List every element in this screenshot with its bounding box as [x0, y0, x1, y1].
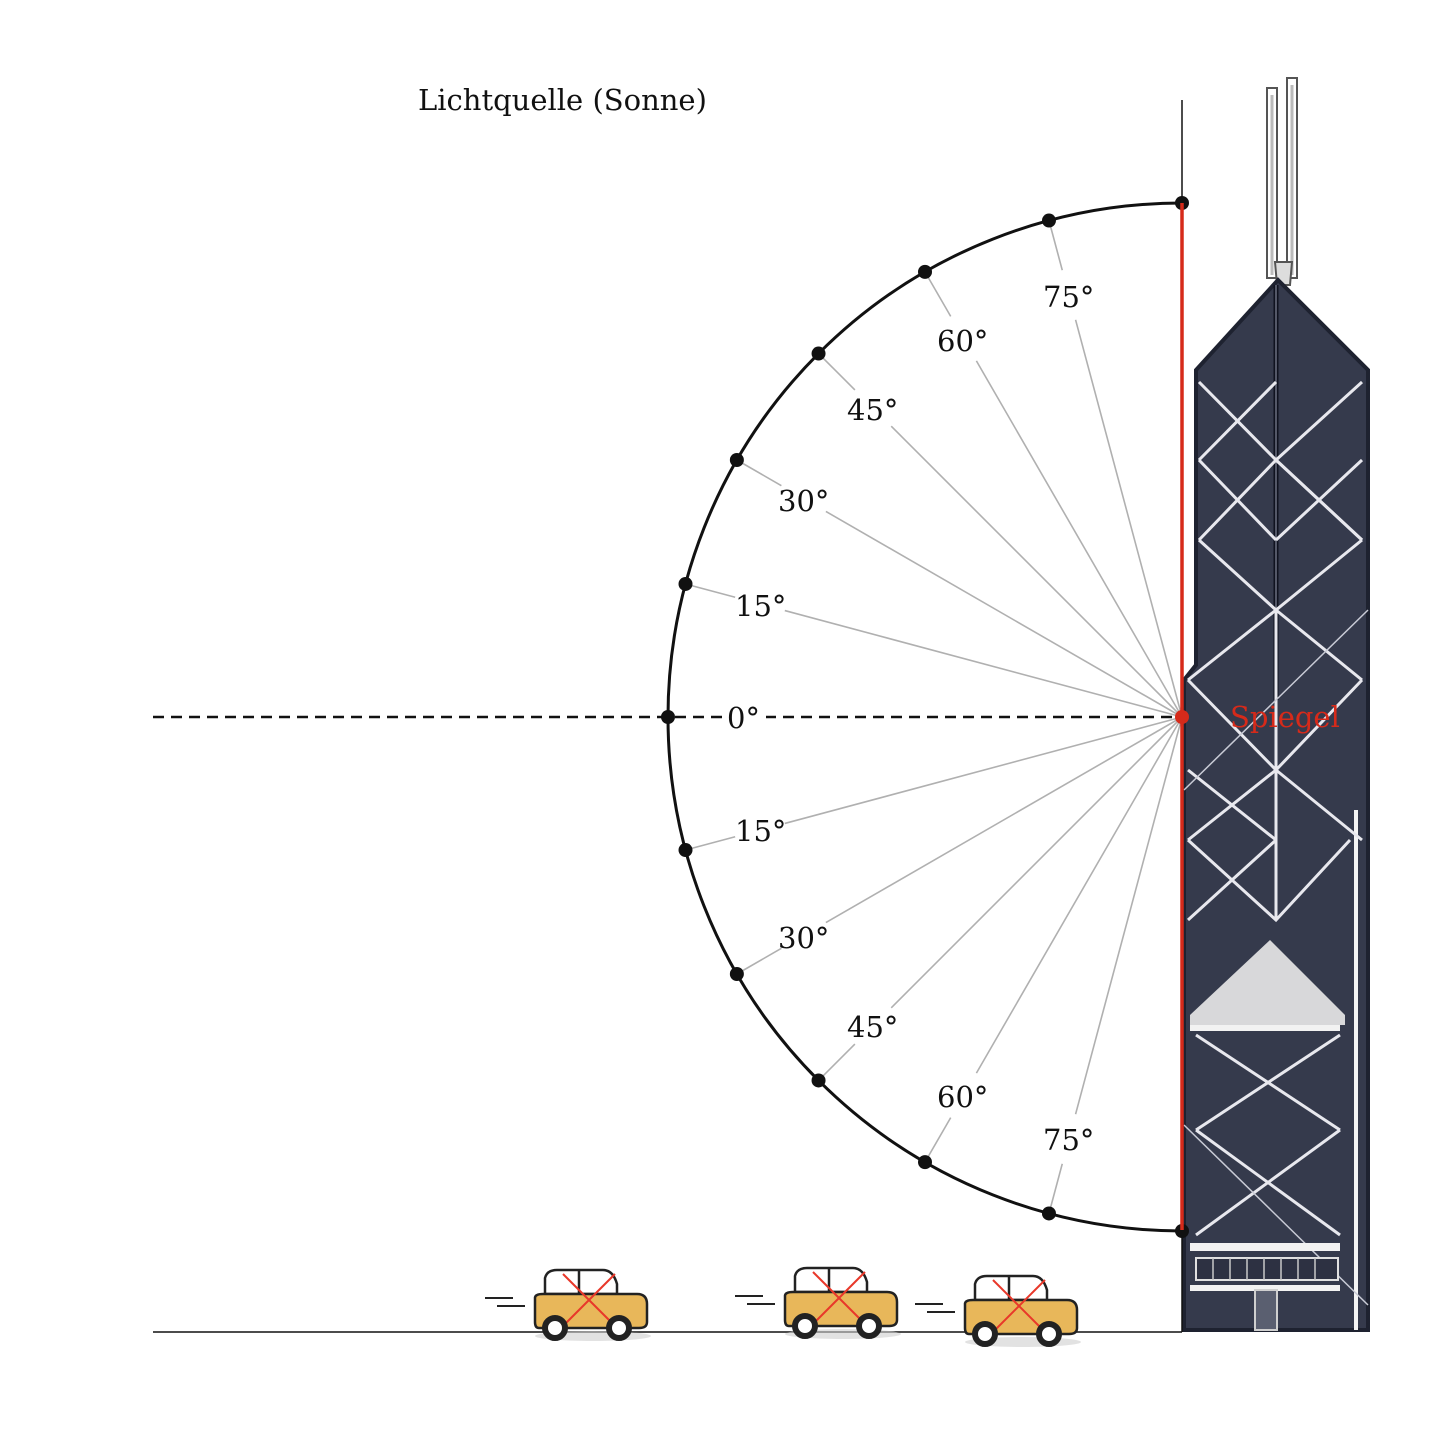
ray-tick-upper-45 — [817, 352, 856, 391]
angle-dot-lower-30 — [729, 967, 744, 981]
tower-building-icon — [1182, 77, 1370, 1332]
angle-dot-upper-75 — [1041, 213, 1056, 228]
angle-label-upper-45: 45° — [847, 393, 898, 427]
angle-label-zero: 0° — [727, 701, 760, 735]
cars — [485, 1266, 1081, 1347]
ray-tick-lower-30 — [736, 947, 782, 975]
ray-upper-15 — [784, 609, 1183, 718]
ray-upper-45 — [890, 425, 1183, 718]
ray-lower-75 — [1074, 716, 1183, 1115]
ray-tick-lower-75 — [1048, 1163, 1064, 1214]
angle-label-upper-75: 75° — [1043, 280, 1094, 314]
angle-dot-lower-45 — [811, 1073, 826, 1088]
ray-tick-lower-60 — [924, 1117, 952, 1163]
ray-tick-lower-15 — [685, 835, 736, 851]
angle-dot-lower-60 — [918, 1155, 932, 1170]
car-icon-1 — [485, 1268, 651, 1341]
ray-tick-lower-45 — [817, 1043, 856, 1082]
angle-dot-upper-45 — [811, 346, 826, 361]
angle-labels: 75° 60° 45° 30° 15° 0° 15° 30° 45° 60° 7… — [722, 280, 1094, 1157]
ray-tick-upper-75 — [1048, 220, 1064, 271]
car-icon-3 — [915, 1274, 1081, 1347]
angle-label-lower-30: 30° — [778, 921, 829, 955]
angle-dots — [661, 196, 1189, 1238]
ray-lower-30 — [825, 716, 1183, 924]
ray-tick-upper-15 — [685, 583, 736, 599]
angle-dot-lower-75 — [1041, 1206, 1056, 1221]
ray-upper-60 — [975, 360, 1183, 718]
mirror-label: Spiegel — [1230, 700, 1340, 734]
angle-dot-upper-60 — [918, 264, 932, 279]
ray-lower-45 — [890, 716, 1183, 1009]
mirror-reflection-point — [1175, 710, 1189, 724]
angle-dot-bottom-90 — [1175, 1224, 1189, 1238]
angle-label-lower-15: 15° — [735, 814, 786, 848]
angle-dot-lower-15 — [678, 843, 693, 858]
diagram-title: Lichtquelle (Sonne) — [418, 83, 707, 117]
angle-dot-upper-30 — [729, 453, 744, 467]
ray-tick-upper-60 — [924, 271, 952, 317]
angle-label-lower-75: 75° — [1043, 1123, 1094, 1157]
angle-label-lower-45: 45° — [847, 1010, 898, 1044]
angle-label-upper-15: 15° — [735, 589, 786, 623]
angle-dot-zero — [661, 710, 675, 724]
angle-rays — [685, 220, 1183, 1214]
car-icon-2 — [735, 1266, 901, 1339]
ray-upper-75 — [1074, 319, 1183, 718]
ray-upper-30 — [825, 510, 1183, 718]
ray-lower-15 — [784, 716, 1183, 825]
angle-dot-upper-15 — [678, 576, 693, 591]
angle-label-lower-60: 60° — [937, 1080, 988, 1114]
angle-label-upper-60: 60° — [937, 324, 988, 358]
ray-tick-upper-30 — [736, 459, 782, 487]
angle-label-upper-30: 30° — [778, 484, 829, 518]
ray-lower-60 — [975, 716, 1183, 1074]
